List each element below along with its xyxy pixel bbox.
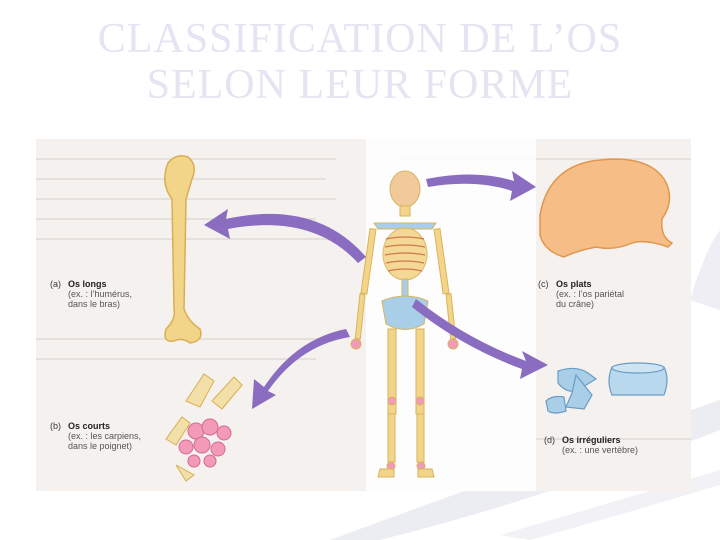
caption-d-letter: (d) — [544, 435, 555, 445]
humerus-bone-icon — [164, 155, 202, 344]
caption-a-letter: (a) — [50, 279, 61, 289]
caption-a-line2: dans le bras) — [68, 299, 121, 309]
vertebra-bone-icon — [545, 362, 668, 414]
caption-short-bones: (b) Os courts (ex. : les carpiens, dans l… — [50, 421, 141, 451]
caption-d-name: Os irréguliers — [562, 435, 621, 445]
caption-c-line2: du crâne) — [556, 299, 595, 309]
caption-b-letter: (b) — [50, 421, 61, 431]
caption-c-name: Os plats — [556, 279, 592, 289]
caption-b-line1: (ex. : les carpiens, — [68, 431, 142, 441]
caption-flat-bones: (c) Os plats (ex. : l’os pariétal du crân… — [538, 279, 624, 309]
carpal-bones-icon — [165, 373, 243, 482]
caption-c-line1: (ex. : l’os pariétal — [556, 289, 625, 299]
caption-d-line1: (ex. : une vertèbre) — [562, 445, 639, 455]
title-line-1: CLASSIFICATION DE L’OS — [97, 16, 623, 62]
caption-b-line2: dans le poignet) — [68, 441, 133, 451]
arrows-group — [204, 171, 548, 409]
parietal-bone-icon — [539, 158, 674, 258]
caption-long-bones: (a) Os longs (ex. : l’humérus, dans le br… — [50, 279, 132, 309]
arrow-to-long-bone — [204, 209, 366, 263]
caption-irregular-bones: (d) Os irréguliers (ex. : une vertèbre) — [544, 435, 638, 455]
caption-b-name: Os courts — [68, 421, 111, 431]
slide-title: CLASSIFICATION DE L’OS SELON LEUR FORME — [0, 16, 720, 108]
arrow-to-irregular-bone — [412, 299, 548, 379]
skeleton-icon — [350, 170, 459, 478]
arrow-to-short-bone — [252, 329, 350, 409]
caption-c-letter: (c) — [538, 279, 549, 289]
caption-a-name: Os longs — [68, 279, 107, 289]
bone-classification-figure: (a) Os longs (ex. : l’humérus, dans le br… — [36, 139, 691, 491]
arrow-to-flat-bone — [426, 171, 536, 201]
title-line-2: SELON LEUR FORME — [146, 62, 574, 108]
caption-a-line1: (ex. : l’humérus, — [68, 289, 133, 299]
